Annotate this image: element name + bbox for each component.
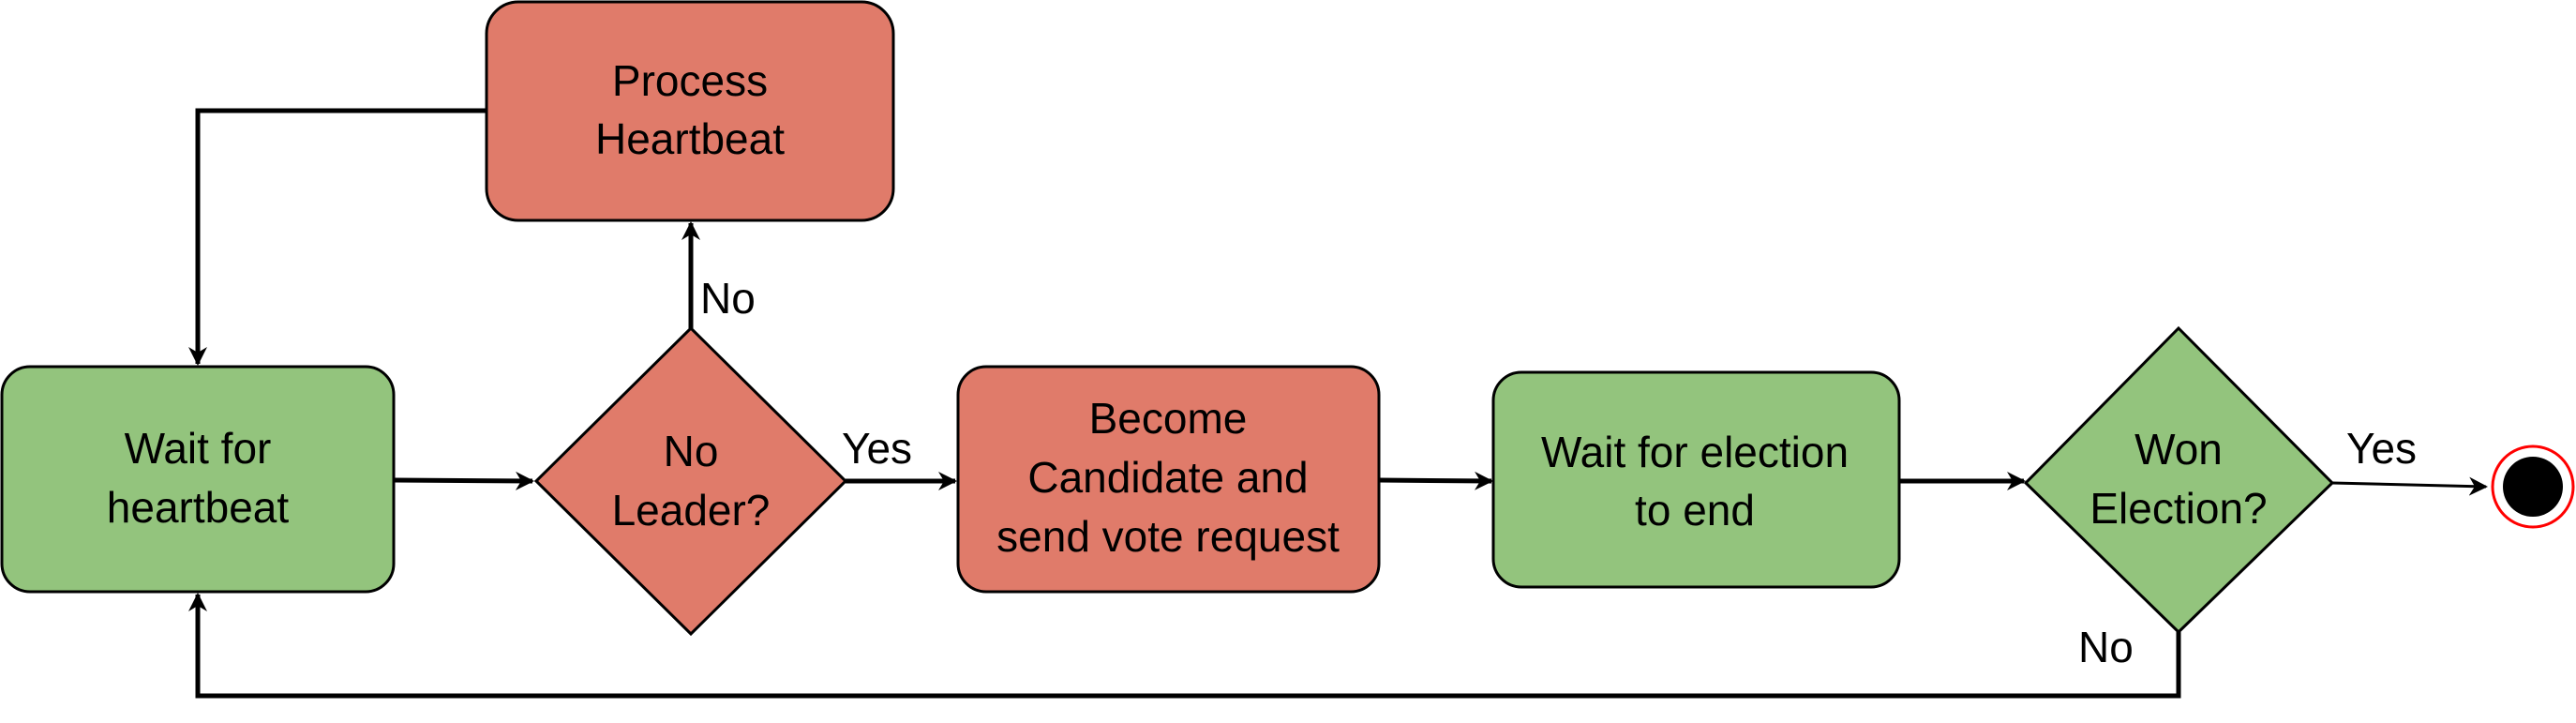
edge-label-no-leader-no: No [700, 274, 756, 323]
edge-wait-to-noleader [394, 471, 534, 490]
edge-label-won-election-no: No [2078, 623, 2134, 671]
wait-for-heartbeat-label-line2: heartbeat [107, 483, 290, 532]
edge-process-to-wait [188, 108, 487, 366]
edge-candidate-to-waitelection [1378, 471, 1493, 490]
no-leader-label-line2: Leader? [612, 486, 771, 535]
process-heartbeat-node[interactable]: Process Heartbeat [485, 0, 895, 222]
become-candidate-node[interactable]: Become Candidate and send vote request [956, 365, 1381, 594]
no-leader-decision[interactable]: No Leader? [533, 325, 848, 637]
edge-won-to-wait [188, 593, 2181, 699]
wait-for-election-label-line2: to end [1635, 486, 1755, 535]
won-election-label-line1: Won [2134, 425, 2223, 474]
wait-for-heartbeat-label-line1: Wait for [125, 424, 272, 473]
process-heartbeat-label-line1: Process [612, 56, 768, 105]
won-election-label-line2: Election? [2089, 484, 2267, 533]
process-heartbeat-label-line2: Heartbeat [595, 114, 785, 163]
edge-won-to-end [2331, 476, 2488, 496]
won-election-decision[interactable]: Won Election? [2023, 325, 2335, 635]
become-candidate-label-line3: send vote request [996, 512, 1340, 561]
edge-label-won-election-yes: Yes [2346, 424, 2417, 473]
edge-label-no-leader-yes: Yes [842, 424, 912, 473]
become-candidate-label-line1: Become [1089, 394, 1248, 443]
wait-for-election-node[interactable]: Wait for election to end [1491, 370, 1901, 589]
wait-for-heartbeat-node[interactable]: Wait for heartbeat [0, 365, 396, 594]
wait-for-election-label-line1: Wait for election [1541, 428, 1849, 476]
no-leader-label-line1: No [664, 427, 719, 475]
become-candidate-label-line2: Candidate and [1027, 453, 1308, 502]
end-node[interactable] [2491, 444, 2575, 529]
